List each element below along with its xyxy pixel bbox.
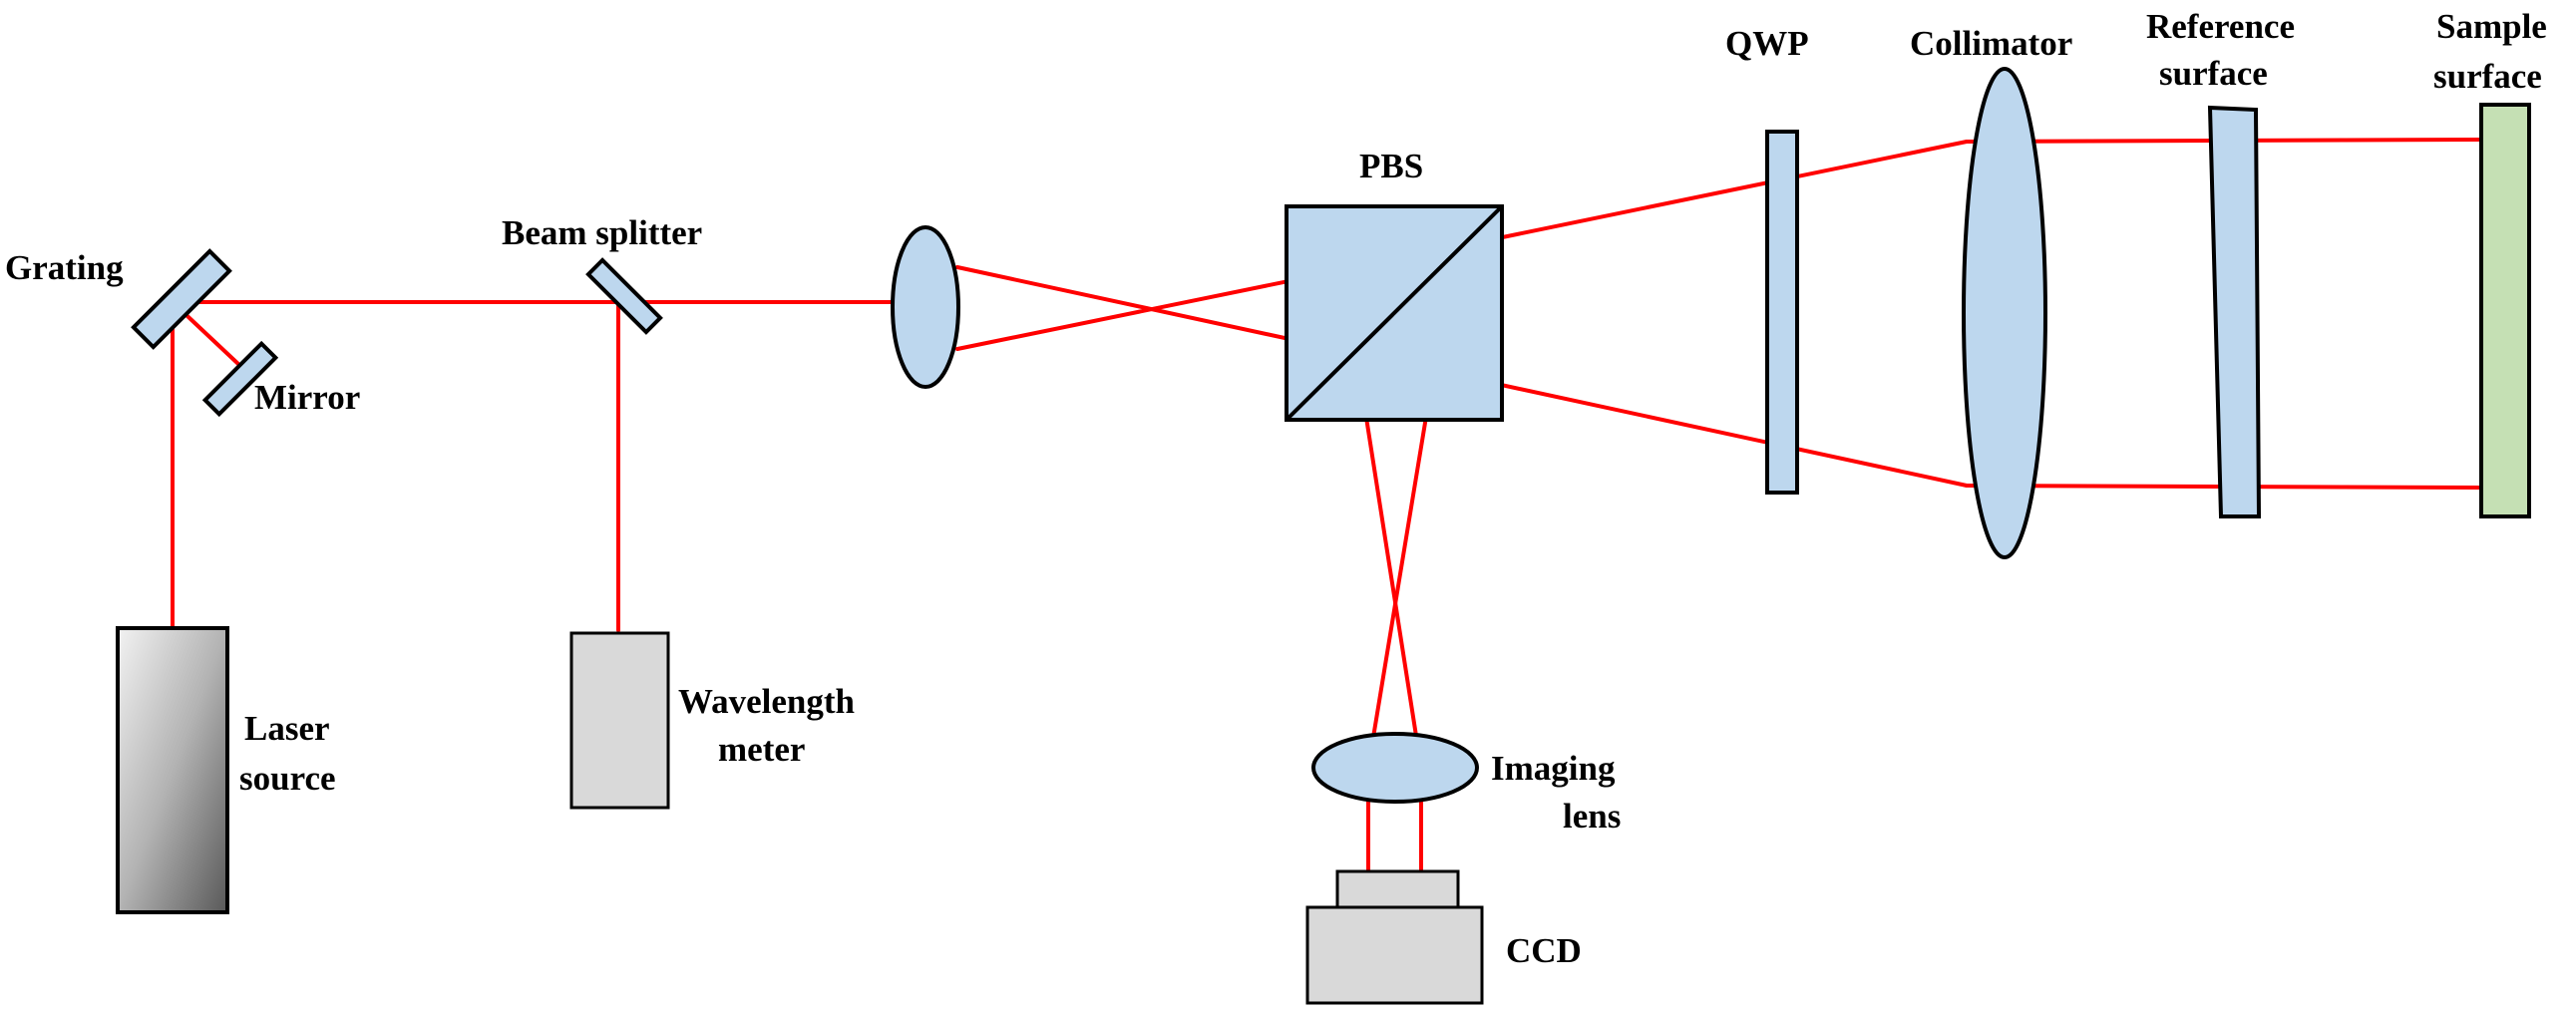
- label-sample-surface-line1: Sample: [2436, 7, 2547, 46]
- label-laser-source-line2: source: [239, 759, 336, 798]
- reference-surface: [2207, 105, 2262, 518]
- beam-splitter: [585, 257, 663, 335]
- label-wavelength-meter-line1: Wavelength: [678, 682, 855, 721]
- mirror: [201, 340, 279, 418]
- grating: [131, 248, 232, 350]
- wavelength-meter: [569, 631, 670, 810]
- collimator-lens: [1962, 67, 2047, 559]
- label-pbs: PBS: [1359, 147, 1423, 185]
- beam-pbs-to-imaging-lens-a: [1354, 352, 1423, 770]
- label-imaging-lens-line1: Imaging: [1491, 749, 1616, 788]
- label-beam-splitter: Beam splitter: [502, 213, 702, 252]
- imaging-lens: [1311, 732, 1479, 804]
- sample-surface: [2479, 103, 2531, 518]
- ccd-top: [1335, 869, 1460, 909]
- label-sample-surface-line2: surface: [2433, 57, 2542, 96]
- label-wavelength-meter-line2: meter: [718, 730, 805, 769]
- label-qwp: QWP: [1725, 24, 1809, 63]
- label-reference-surface-line1: Reference: [2146, 7, 2295, 46]
- focusing-lens: [891, 225, 960, 389]
- label-collimator: Collimator: [1910, 24, 2072, 63]
- label-ccd: CCD: [1506, 931, 1582, 970]
- pbs-cube: [1285, 204, 1504, 422]
- beam-pbs-to-collimator-upper: [1452, 140, 1969, 249]
- ccd-body: [1305, 905, 1484, 1005]
- laser-source: [116, 626, 229, 914]
- label-laser-source-line1: Laser: [244, 709, 330, 748]
- pbs-diagonal: [1285, 204, 1504, 422]
- label-reference-surface-line2: surface: [2159, 54, 2268, 93]
- label-mirror: Mirror: [254, 378, 360, 417]
- qwp: [1765, 130, 1799, 495]
- label-imaging-lens-line2: lens: [1563, 797, 1621, 836]
- label-grating: Grating: [5, 248, 124, 287]
